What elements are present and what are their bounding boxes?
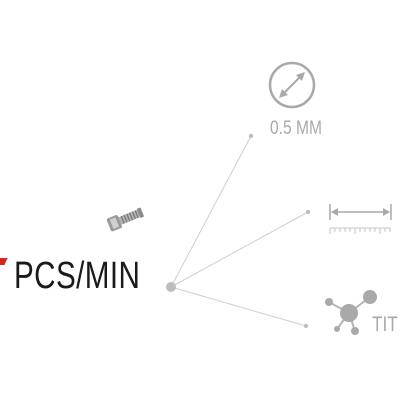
speed-unit-label: PCS/MIN	[14, 254, 141, 297]
diameter-dot	[248, 133, 254, 139]
material-dot	[303, 323, 309, 329]
molecule-icon	[325, 290, 377, 335]
material-label: TIT	[372, 313, 398, 336]
screw-part-icon	[106, 207, 144, 232]
length-ruler-icon	[329, 204, 392, 234]
hub-dot	[166, 282, 176, 292]
length-dot	[305, 209, 311, 215]
connector-line-diameter	[170, 135, 252, 288]
connector-line-length	[170, 211, 309, 288]
red-accent-slash	[0, 254, 10, 298]
speed-headline: PCS/MIN	[0, 252, 176, 300]
connector-line-material	[170, 286, 307, 327]
diameter-label: 0.5 MM	[270, 118, 322, 139]
diameter-circle-icon	[268, 61, 316, 109]
